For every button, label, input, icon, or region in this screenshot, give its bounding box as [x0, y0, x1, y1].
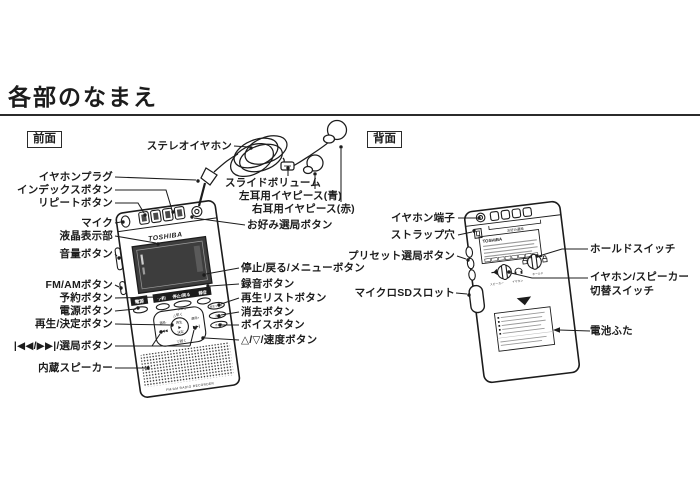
label-repeat-button: リピートボタン [38, 197, 113, 209]
label-stop-back-menu-button: 停止/戻る/メニューボタン [241, 262, 365, 274]
label-strap-hole: ストラップ穴 [390, 229, 455, 241]
rec-button [196, 297, 211, 305]
label-skip-tuning-button: |◀◀/▶▶|/選局ボタン [13, 340, 113, 352]
control-pad: △早く ▽遅く 選局- |◀◀ 選局+ ▶▶| 再生 ▶ 決定 [153, 306, 207, 347]
label-play-enter-button: 再生/決定ボタン [34, 318, 113, 330]
stop-back-text: 停止/戻る [171, 291, 191, 301]
favorite-bracket [488, 219, 542, 230]
label-mic: マイク [81, 217, 113, 229]
skip-back-icon: |◀◀ [161, 329, 168, 334]
label-playlist-button: 再生リストボタン [241, 292, 327, 304]
label-slide-volume: スライドボリューム [225, 177, 321, 189]
headphone-icon [514, 267, 523, 273]
back-brand-text: TOSHIBA [482, 236, 503, 243]
lcd-screen [131, 235, 213, 295]
stop-back-button [173, 300, 192, 308]
back-section-tag: 背面 [367, 131, 402, 148]
skip-fwd-icon: ▶▶| [193, 324, 200, 329]
leader-dots [117, 145, 560, 370]
back-device: お好み選局 TOSHIBA [463, 200, 581, 384]
strap-hole [473, 227, 483, 239]
function-strip [152, 286, 212, 303]
play-icon: ▶ [178, 325, 182, 329]
play-text: 再生 [176, 319, 184, 325]
microsd-slot [468, 284, 486, 314]
label-built-in-speaker: 内蔵スピーカー [38, 362, 113, 374]
fast-text: △早く [173, 311, 184, 317]
earphone-plug [200, 167, 218, 186]
battery-triangle-icon [516, 296, 532, 306]
tune-plus-text: 選局+ [191, 315, 200, 321]
label-stereo-earphone: ステレオイヤホン [146, 140, 232, 152]
front-device: TOSHIBA 電源 予約 停止/戻る 録音 メニュー △早く ▽遅く 選 [114, 200, 241, 398]
reserve-text: 予約 [157, 294, 167, 302]
earphone-text: イヤホン [512, 279, 524, 284]
tune-minus-text: 選局- [159, 319, 167, 325]
label-earphone-speaker-switch-line2: 切替スイッチ [590, 285, 655, 297]
label-earphone-plug: イヤホンプラグ [38, 171, 113, 183]
label-earphone-speaker-switch-line1: イヤホン/スピーカー [590, 271, 690, 283]
reserve-button [155, 303, 170, 311]
left-earbud [302, 154, 324, 175]
label-power-button: 電源ボタン [59, 305, 113, 317]
play-enter-button [170, 317, 189, 336]
label-reserve-button: 予約ボタン [59, 292, 113, 304]
earphone-assembly [197, 119, 348, 207]
speaker-grille [140, 342, 234, 388]
lock-icon [542, 257, 548, 263]
label-erase-button: 消去ボタン [241, 306, 295, 318]
top-button-backs [489, 206, 533, 222]
playlist-text: 再生リスト [209, 303, 223, 309]
favorite-text: お好み選局 [507, 226, 525, 233]
leader-lines [114, 145, 591, 369]
front-section-tag: 前面 [27, 131, 62, 148]
label-lcd-display: 液晶表示部 [59, 230, 113, 242]
hold-switch: ホールド [522, 253, 548, 276]
label-left-earpiece: 左耳用イヤピース(青) [239, 190, 342, 202]
label-favorite-tuning-button: お好み選局ボタン [247, 219, 333, 231]
label-up-down-speed-button: △/▽/速度ボタン [241, 334, 318, 346]
label-microsd-slot: マイクロSDスロット [354, 287, 455, 299]
hold-text: ホールド [532, 271, 544, 276]
speaker-text: スピーカー [490, 281, 505, 287]
model-line-text: FM/AM RADIO RECORDER [166, 381, 215, 392]
label-voice-button: ボイスボタン [241, 319, 305, 331]
right-earbud [322, 119, 348, 144]
label-battery-cover: 電池ふた [590, 325, 633, 337]
rec-text: 録音 [197, 288, 208, 296]
speaker-icon [491, 268, 498, 276]
label-earphone-jack: イヤホン端子 [391, 212, 455, 224]
front-earphone-jack [191, 205, 203, 218]
label-record-button: 録音ボタン [241, 278, 295, 290]
label-index-button: インデックスボタン [17, 184, 113, 196]
brand-text: TOSHIBA [148, 231, 183, 243]
label-fm-am-button: FM/AMボタン [45, 279, 113, 291]
power-text: 電源 [134, 297, 144, 305]
label-preset-tuning-button: プリセット選局ボタン [348, 250, 455, 262]
label-right-earpiece: 右耳用イヤピース(赤) [252, 203, 355, 215]
label-volume-button: 音量ボタン [59, 248, 113, 260]
caution-sticker [493, 306, 556, 352]
title-rule [0, 114, 700, 117]
label-hold-switch: ホールドスイッチ [590, 243, 676, 255]
enter-text: 決定 [177, 329, 185, 335]
speaker-earphone-switch: スピーカー イヤホン [490, 263, 524, 287]
page-title: 各部のなまえ [8, 84, 158, 110]
slow-text: ▽遅く [176, 338, 187, 344]
cable-coil [230, 135, 288, 178]
